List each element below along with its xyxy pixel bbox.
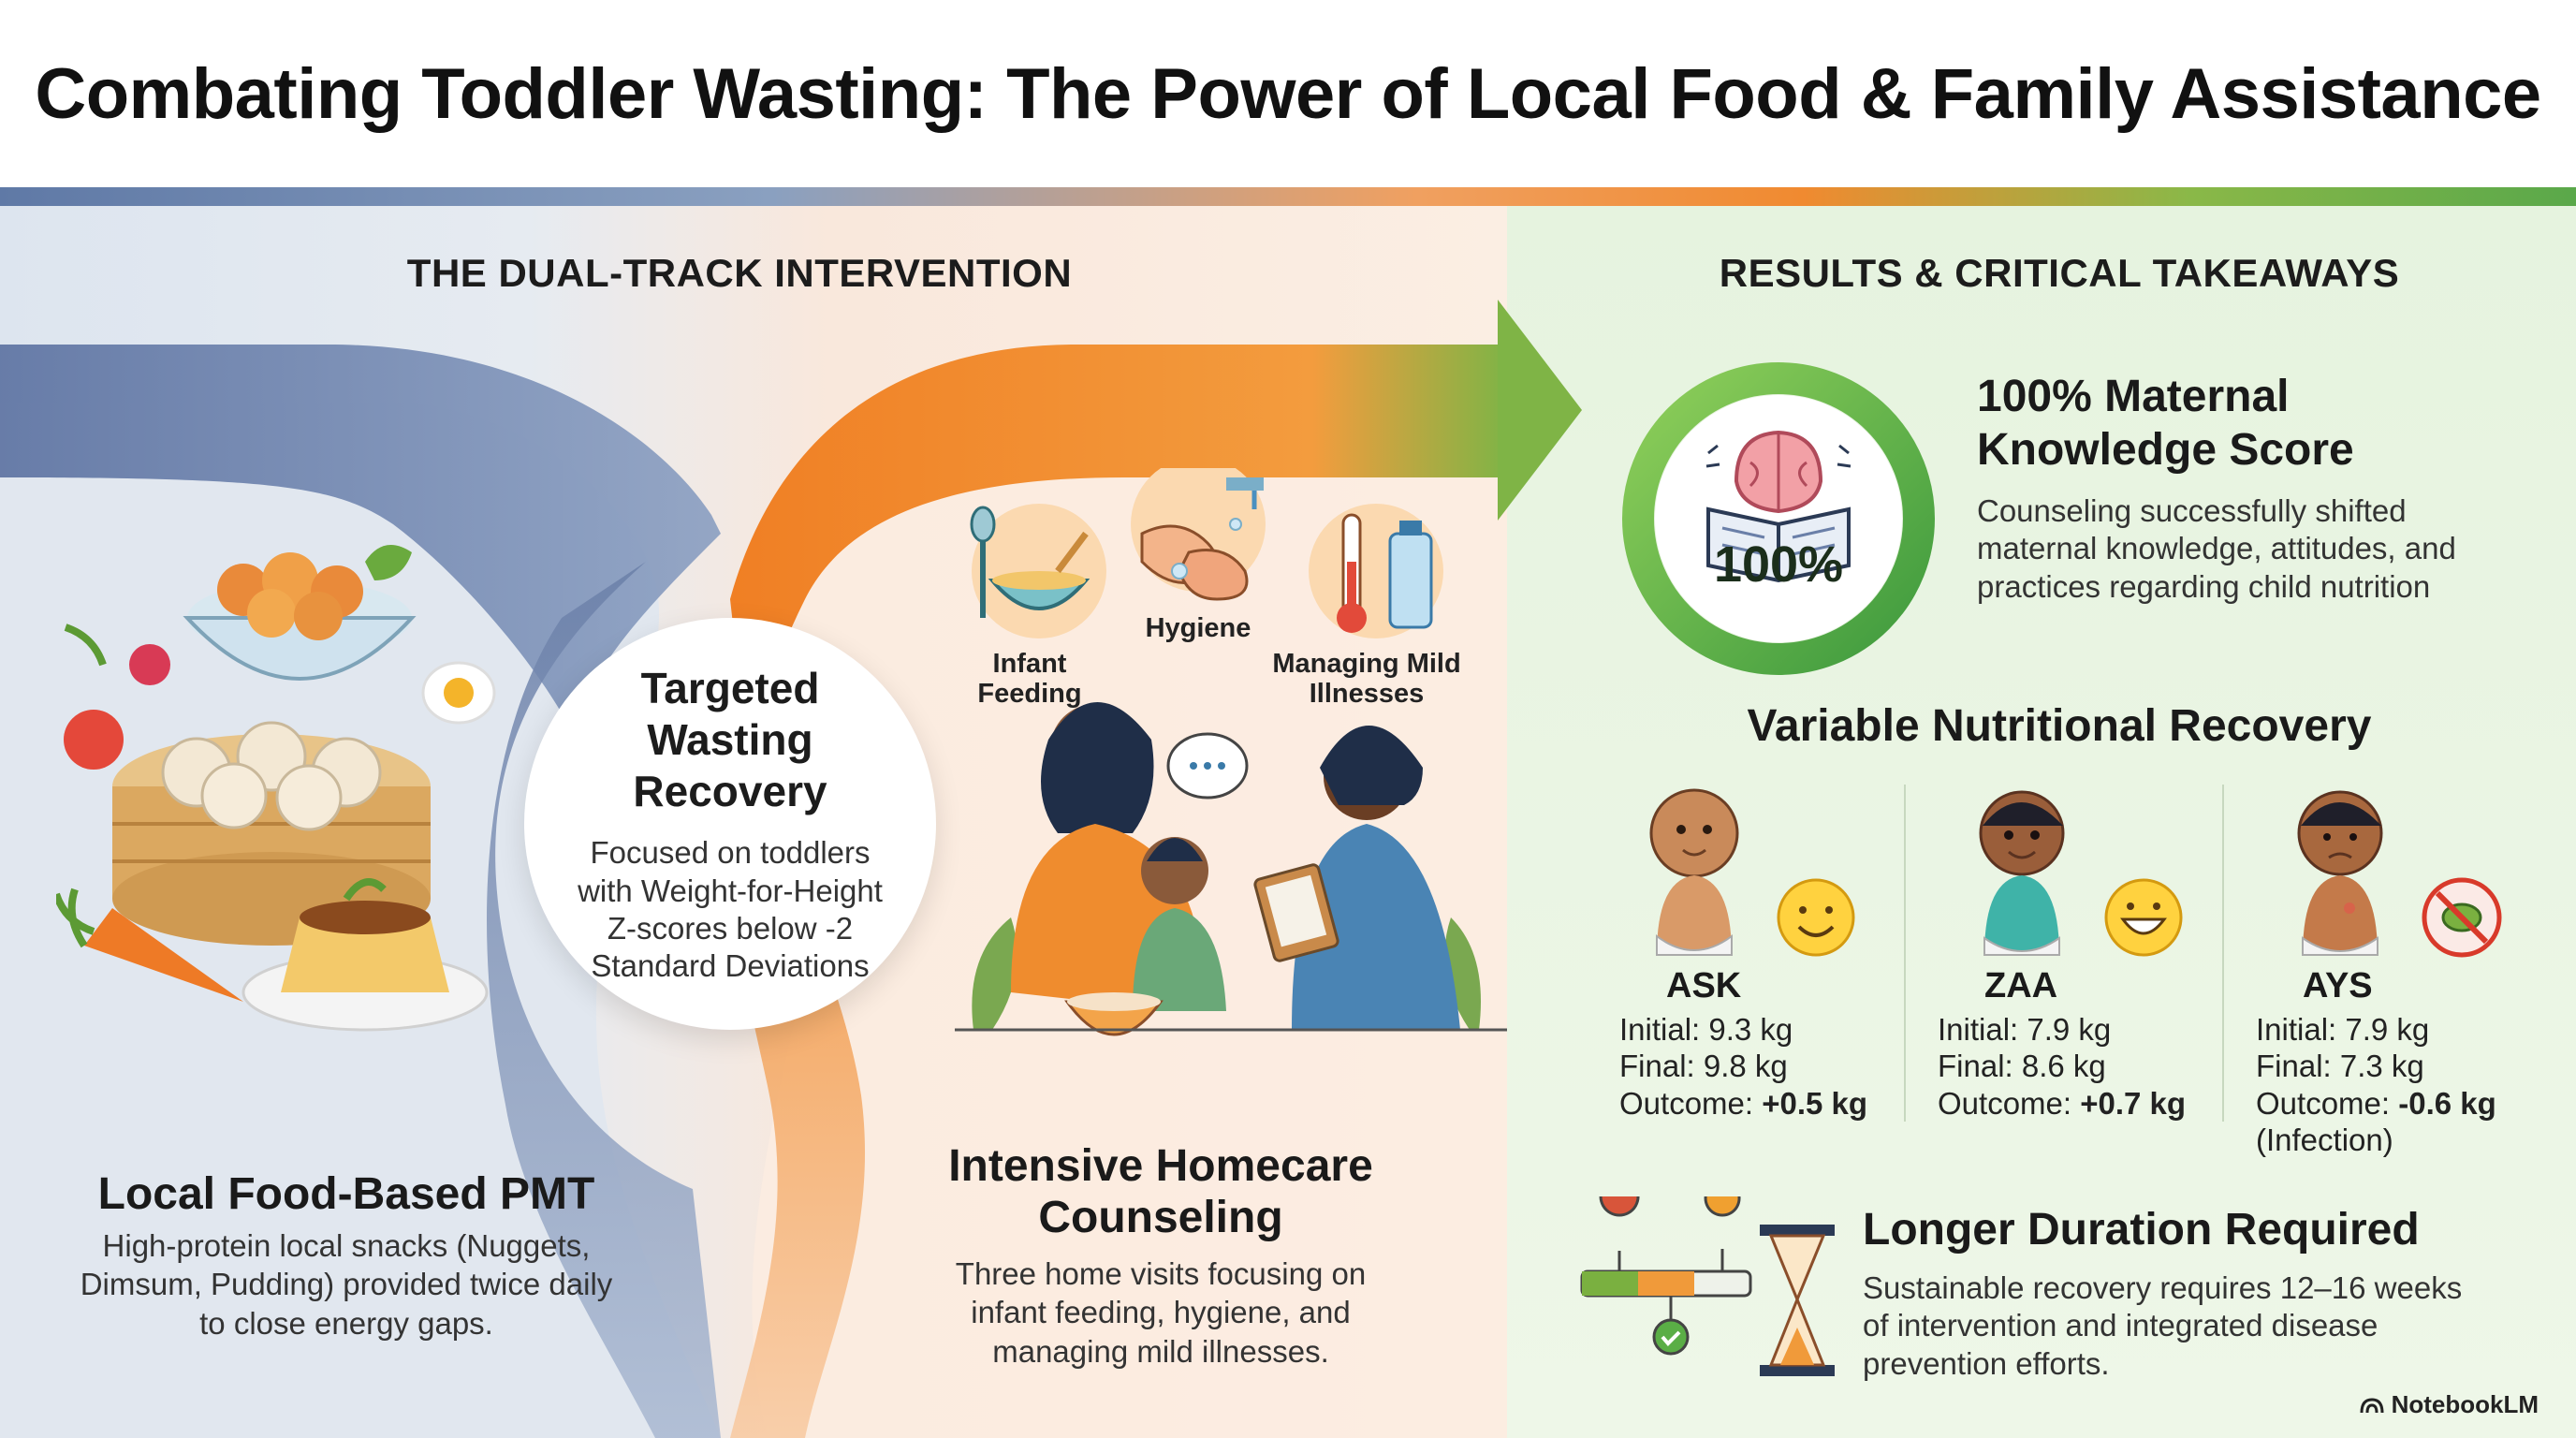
- outcome-label: Outcome:: [1619, 1085, 1763, 1121]
- local-food-text: High-protein local snacks (Nuggets, Dims…: [80, 1228, 613, 1341]
- page-title: Combating Toddler Wasting: The Power of …: [35, 53, 2541, 134]
- watermark-text: NotebookLM: [2391, 1390, 2539, 1418]
- timeline-hourglass-icon: [1580, 1196, 1835, 1376]
- initial-weight: Initial: 7.9 kg: [1938, 1012, 2112, 1047]
- homecare-counseling-text: Three home visits focusing on infant fee…: [955, 1256, 1367, 1369]
- targeted-wasting-title: Targeted Wasting Recovery: [633, 663, 827, 816]
- grin-emoji-icon: [2104, 878, 2183, 957]
- local-food-illustration: [56, 545, 496, 1032]
- title-bar: Combating Toddler Wasting: The Power of …: [0, 0, 2576, 187]
- column-divider: [1904, 785, 1906, 1122]
- outcome-value: +0.5 kg: [1762, 1085, 1868, 1121]
- homecare-counseling-title: Intensive Homecare Counseling: [948, 1141, 1373, 1243]
- outcome-line: Outcome: -0.6 kg: [2256, 1085, 2496, 1122]
- intervention-header: THE DUAL-TRACK INTERVENTION: [406, 251, 1073, 295]
- local-food-title: Local Food-Based PMT: [97, 1169, 595, 1219]
- outcome-label: Outcome:: [2256, 1085, 2399, 1121]
- initial-weight: Initial: 9.3 kg: [1619, 1012, 1793, 1047]
- toddler-illustration: [1979, 790, 2183, 957]
- column-divider: [2222, 785, 2224, 1122]
- targeted-wasting-text: Focused on toddlers with Weight-for-Heig…: [578, 835, 883, 984]
- icon-label-managing-mild-illnesses: Managing Mild Illnesses: [1272, 649, 1461, 710]
- outcome-value: +0.7 kg: [2080, 1085, 2187, 1121]
- duration-text: Sustainable recovery requires 12–16 week…: [1863, 1270, 2463, 1381]
- child-stats: Initial: 7.9 kg Final: 7.3 kg Outcome: -…: [2256, 1011, 2496, 1158]
- notebooklm-watermark: NotebookLM: [2360, 1390, 2539, 1419]
- knowledge-text: Counseling successfully shifted maternal…: [1977, 493, 2456, 604]
- targeted-wasting-circle: Targeted Wasting Recovery Focused on tod…: [524, 618, 936, 1030]
- initial-weight: Initial: 7.9 kg: [2256, 1012, 2430, 1047]
- outcome-value: -0.6 kg: [2398, 1085, 2496, 1121]
- title-gradient-rule: [0, 187, 2576, 206]
- child-name: AYS: [2303, 966, 2373, 1005]
- smile-emoji-icon: [1777, 878, 1855, 957]
- icon-label-infant-feeding: Infant Feeding: [977, 649, 1082, 710]
- knowledge-title: 100% Maternal Knowledge Score: [1977, 372, 2354, 475]
- icon-label-hygiene: Hygiene: [1145, 613, 1251, 643]
- knowledge-percent: 100%: [1713, 536, 1844, 593]
- results-header: RESULTS & CRITICAL TAKEAWAYS: [1719, 251, 2400, 295]
- recovery-title: Variable Nutritional Recovery: [1747, 701, 2372, 751]
- knowledge-score-ring: [1622, 362, 1935, 675]
- sick-toddler-illustration: [2297, 790, 2502, 958]
- duration-title: Longer Duration Required: [1863, 1205, 2420, 1255]
- baby-illustration: [1649, 788, 1855, 957]
- child-stats: Initial: 9.3 kg Final: 9.8 kg Outcome: +…: [1619, 1011, 1867, 1122]
- child-stats: Initial: 7.9 kg Final: 8.6 kg Outcome: +…: [1938, 1011, 2186, 1122]
- outcome-label: Outcome:: [1938, 1085, 2081, 1121]
- child-name: ZAA: [1984, 966, 2058, 1005]
- final-weight: Final: 8.6 kg: [1938, 1049, 2106, 1084]
- final-weight: Final: 7.3 kg: [2256, 1049, 2424, 1084]
- homecare-counseling-illustration: [955, 468, 1507, 1036]
- child-name: ASK: [1666, 966, 1742, 1005]
- outcome-line: Outcome: +0.5 kg: [1619, 1085, 1867, 1122]
- outcome-note: (Infection): [2256, 1122, 2393, 1157]
- notebooklm-logo-icon: [2360, 1397, 2384, 1413]
- final-weight: Final: 9.8 kg: [1619, 1049, 1788, 1084]
- outcome-line: Outcome: +0.7 kg: [1938, 1085, 2186, 1122]
